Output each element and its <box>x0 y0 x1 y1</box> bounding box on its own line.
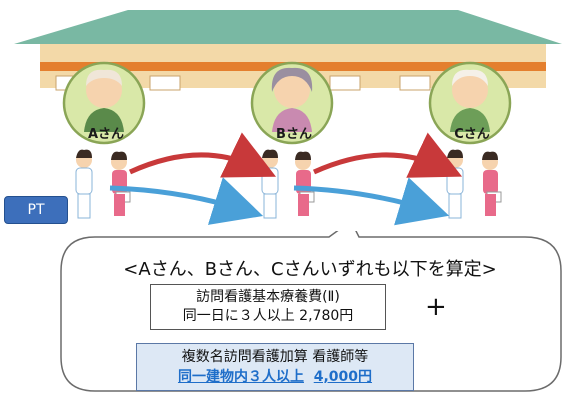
window <box>329 75 361 91</box>
resident-a-name: Aさん <box>87 127 125 142</box>
resident-c <box>428 61 512 145</box>
addition-fee-title: 複数名訪問看護加算 看護師等 <box>181 349 369 365</box>
blue-arrow-1 <box>109 177 264 225</box>
therapist-hair <box>262 149 278 158</box>
nurse-legs <box>298 194 309 216</box>
staff-pair-2 <box>261 149 315 219</box>
elder-robe <box>84 108 124 132</box>
nurse-legs <box>114 194 125 216</box>
building-roof <box>14 10 562 44</box>
elder-face-icon <box>274 72 310 108</box>
staff-pair-3 <box>446 149 502 219</box>
red-arrow-1 <box>128 132 277 178</box>
summary-headline: <Aさん、Bさん、Cさんいずれも以下を算定> <box>123 259 497 280</box>
addition-amount: 4,000円 <box>313 369 373 385</box>
blue-arrow-2 <box>293 177 450 226</box>
base-fee-detail: 同一日に３人以上 2,780円 <box>182 308 354 324</box>
therapist-legs <box>448 193 462 219</box>
therapist-body <box>75 167 93 195</box>
nurse-body <box>483 170 498 194</box>
addition-fee-detail: 同一建物内３人以上 4,000円 <box>137 367 413 387</box>
addition-fee-box: 複数名訪問看護加算 看護師等 同一建物内３人以上 4,000円 <box>136 343 414 391</box>
addition-condition: 同一建物内３人以上 <box>177 369 304 385</box>
elder-face-icon <box>86 72 122 108</box>
therapist-hair <box>447 149 463 158</box>
elder-hair <box>271 67 313 92</box>
elder-face-icon <box>452 72 488 108</box>
red-arrow-2 <box>312 132 463 178</box>
therapist-hair <box>76 149 92 158</box>
nurse-hair <box>111 151 127 160</box>
window <box>399 75 431 91</box>
base-fee-title: 訪問看護基本療養費(Ⅱ) <box>196 289 340 305</box>
plus-sign: + <box>425 292 447 322</box>
resident-c-name: Cさん <box>454 127 490 142</box>
window <box>149 75 181 91</box>
nurse-hair <box>482 151 498 160</box>
staff-pair-1 <box>75 149 131 219</box>
pt-badge: PT <box>4 196 68 224</box>
elder-robe <box>272 108 312 132</box>
elder-hair <box>452 69 488 86</box>
therapist-body <box>446 167 464 195</box>
therapist-body <box>261 167 279 195</box>
resident-b <box>250 61 334 145</box>
base-fee-box: 訪問看護基本療養費(Ⅱ) 同一日に３人以上 2,780円 <box>150 284 386 330</box>
resident-a <box>62 61 146 145</box>
therapist-legs <box>77 193 91 219</box>
therapist-legs <box>263 193 277 219</box>
resident-b-name: Bさん <box>276 127 312 142</box>
elder-hair <box>86 69 122 86</box>
nurse-legs <box>485 194 496 216</box>
elder-robe <box>450 108 490 132</box>
nurse-hair <box>295 151 311 160</box>
